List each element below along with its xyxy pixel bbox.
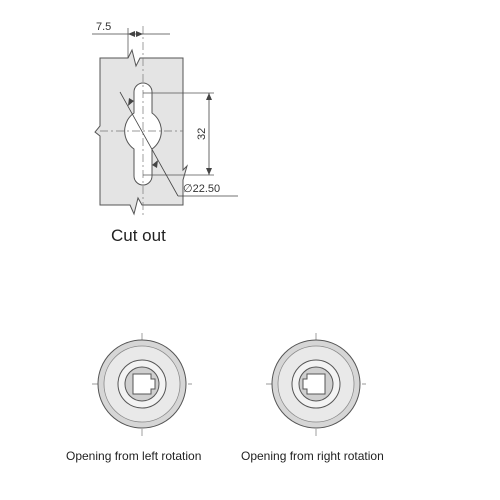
dim-height-label: 32 bbox=[196, 128, 208, 140]
dim-diameter-label: ∅22.50 bbox=[183, 183, 220, 195]
left-rotation-caption: Opening from left rotation bbox=[66, 449, 202, 463]
dim-diameter-leader bbox=[119, 91, 179, 197]
right-key-slot bbox=[302, 373, 326, 395]
left-rotation-view bbox=[92, 333, 192, 436]
right-rotation-view bbox=[266, 333, 366, 436]
dim-offset-label: 7.5 bbox=[96, 21, 111, 33]
cutout-drawing: 32 7.5 ∅22.50 bbox=[92, 21, 238, 216]
right-rotation-caption: Opening from right rotation bbox=[241, 449, 384, 463]
cutout-caption: Cut out bbox=[111, 226, 166, 245]
left-key-slot bbox=[132, 373, 156, 395]
